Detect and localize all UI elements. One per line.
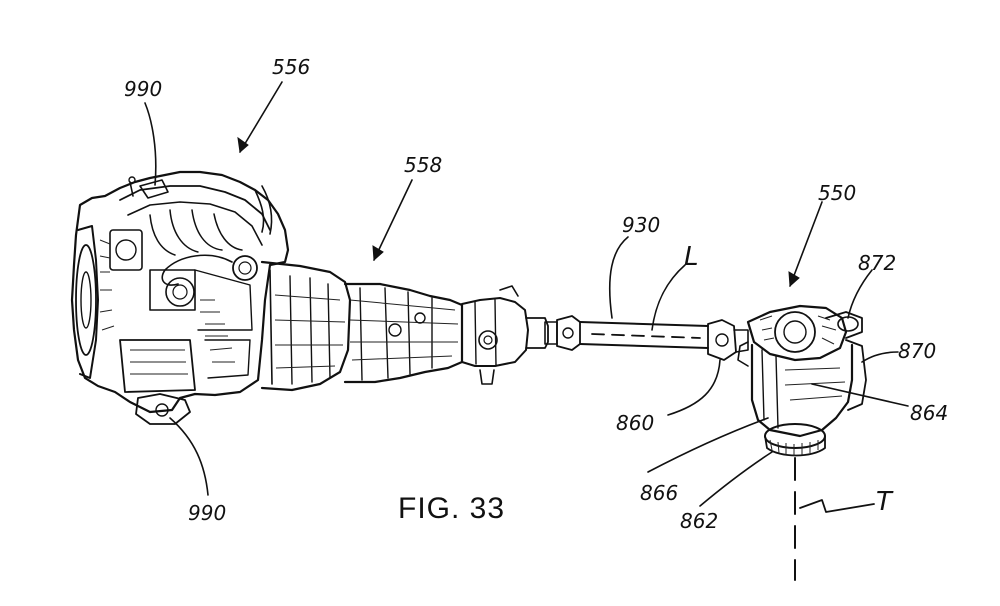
label-556: 556	[272, 55, 310, 79]
label-558: 558	[404, 153, 442, 177]
differential-assembly	[737, 304, 867, 457]
figure-caption: FIG. 33	[398, 492, 505, 525]
label-860: 860	[616, 411, 654, 435]
label-864: 864	[910, 401, 948, 425]
label-862: 862	[680, 509, 718, 533]
transmission-assembly	[260, 260, 558, 392]
label-L: L	[684, 242, 699, 272]
label-990-bottom: 990	[188, 501, 226, 525]
driveshaft-930	[556, 315, 749, 361]
label-550: 550	[818, 181, 856, 205]
label-866: 866	[640, 481, 678, 505]
label-990-top: 990	[124, 77, 162, 101]
label-930: 930	[622, 213, 660, 237]
label-870: 870	[898, 339, 936, 363]
leader-lines	[144, 81, 909, 513]
axis-line-L	[591, 333, 701, 339]
label-T: T	[876, 487, 894, 517]
engine-assembly	[70, 170, 290, 425]
label-872: 872	[858, 251, 896, 275]
